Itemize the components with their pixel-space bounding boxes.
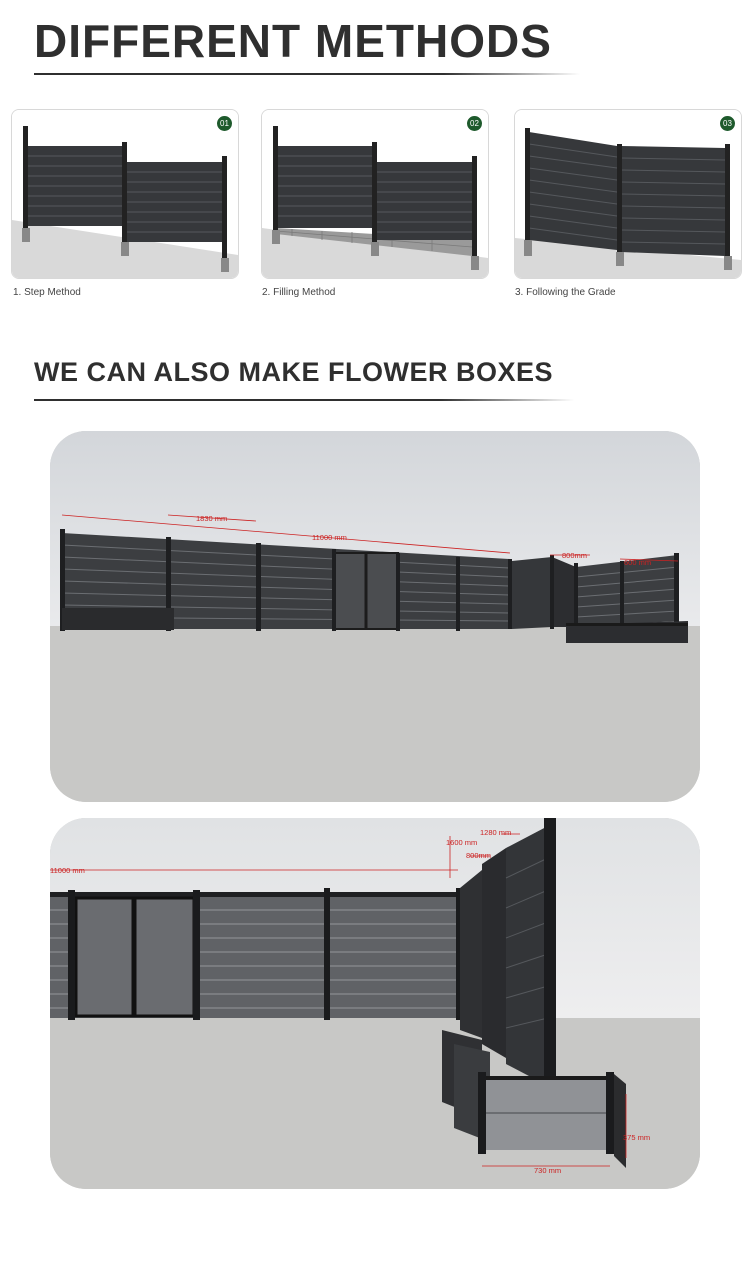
method-number-badge: 03 [720, 116, 735, 131]
method-caption: 1. Step Method [13, 287, 81, 298]
step-method-illustration [12, 110, 238, 278]
title-underline [34, 399, 574, 401]
title-underline [34, 73, 580, 75]
fence-render-front-view: 1830 mm 11000 mm 800mm 600 mm [50, 431, 700, 802]
method-card-step: 01 [11, 109, 239, 279]
dimension-panel-width: 1830 mm [196, 514, 227, 523]
dimension-box-length: 730 mm [534, 1166, 561, 1175]
flower-box-3d-render: 11000 mm 1280 mm 1600 mm 800mm 375 mm 73… [50, 818, 700, 1189]
method-number-badge: 02 [467, 116, 482, 131]
filling-method-illustration [262, 110, 488, 278]
dimension-box-a: 800mm [562, 551, 587, 560]
dimension-box-width: 800mm [466, 851, 491, 860]
method-card-grade: 03 [514, 109, 742, 279]
method-card-filling: 02 [261, 109, 489, 279]
dimension-height-b: 1600 mm [446, 838, 477, 847]
fence-3d-render: 1830 mm 11000 mm 800mm 600 mm [50, 431, 700, 802]
dimension-height-a: 1280 mm [480, 828, 511, 837]
fence-render-corner-view: 11000 mm 1280 mm 1600 mm 800mm 375 mm 73… [50, 818, 700, 1189]
method-number-badge: 01 [217, 116, 232, 131]
method-caption: 3. Following the Grade [515, 287, 616, 298]
following-grade-illustration [515, 110, 741, 278]
section-title-methods: DIFFERENT METHODS [34, 15, 552, 67]
dimension-total-length: 11000 mm [50, 866, 85, 875]
method-caption: 2. Filling Method [262, 287, 336, 298]
dimension-total-length: 11000 mm [312, 533, 347, 542]
dimension-box-height: 375 mm [623, 1133, 650, 1142]
dimension-box-b: 600 mm [624, 558, 651, 567]
section-title-flower-boxes: WE CAN ALSO MAKE FLOWER BOXES [34, 357, 553, 387]
